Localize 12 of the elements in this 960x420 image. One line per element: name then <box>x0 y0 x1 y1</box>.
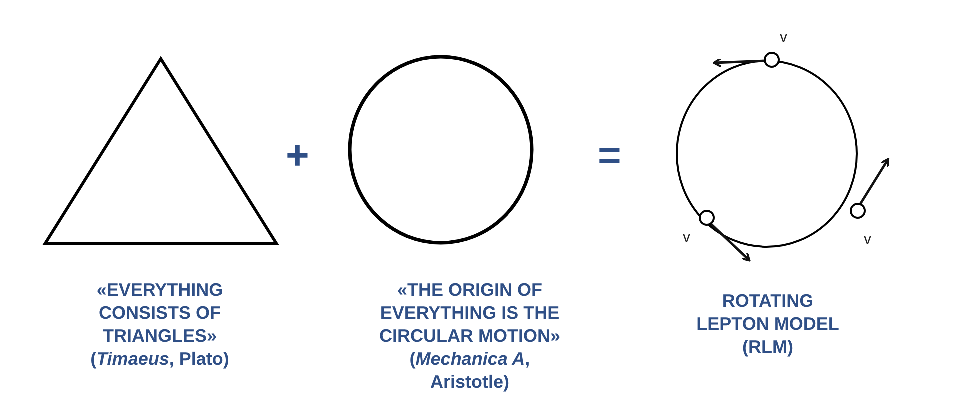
operator-sign: = <box>598 136 622 176</box>
quote-caption: «THE ORIGIN OF EVERYTHING IS THE CIRCULAR MOTION» <box>378 279 562 348</box>
circle-shape <box>348 55 534 245</box>
quote-caption: «EVERYTHING CONSISTS OF TRIANGLES» <box>96 279 224 348</box>
triangle-shape <box>44 57 278 245</box>
source-citation: (Mechanica A, Aristotle) <box>408 348 532 394</box>
velocity-label: v <box>683 230 690 245</box>
velocity-label: v <box>780 30 788 45</box>
source-citation: (Timaeus, Plato) <box>90 348 230 371</box>
velocity-label: v <box>864 232 872 247</box>
quote-caption: ROTATING LEPTON MODEL (RLM) <box>696 290 840 359</box>
operator-sign: + <box>286 136 310 176</box>
